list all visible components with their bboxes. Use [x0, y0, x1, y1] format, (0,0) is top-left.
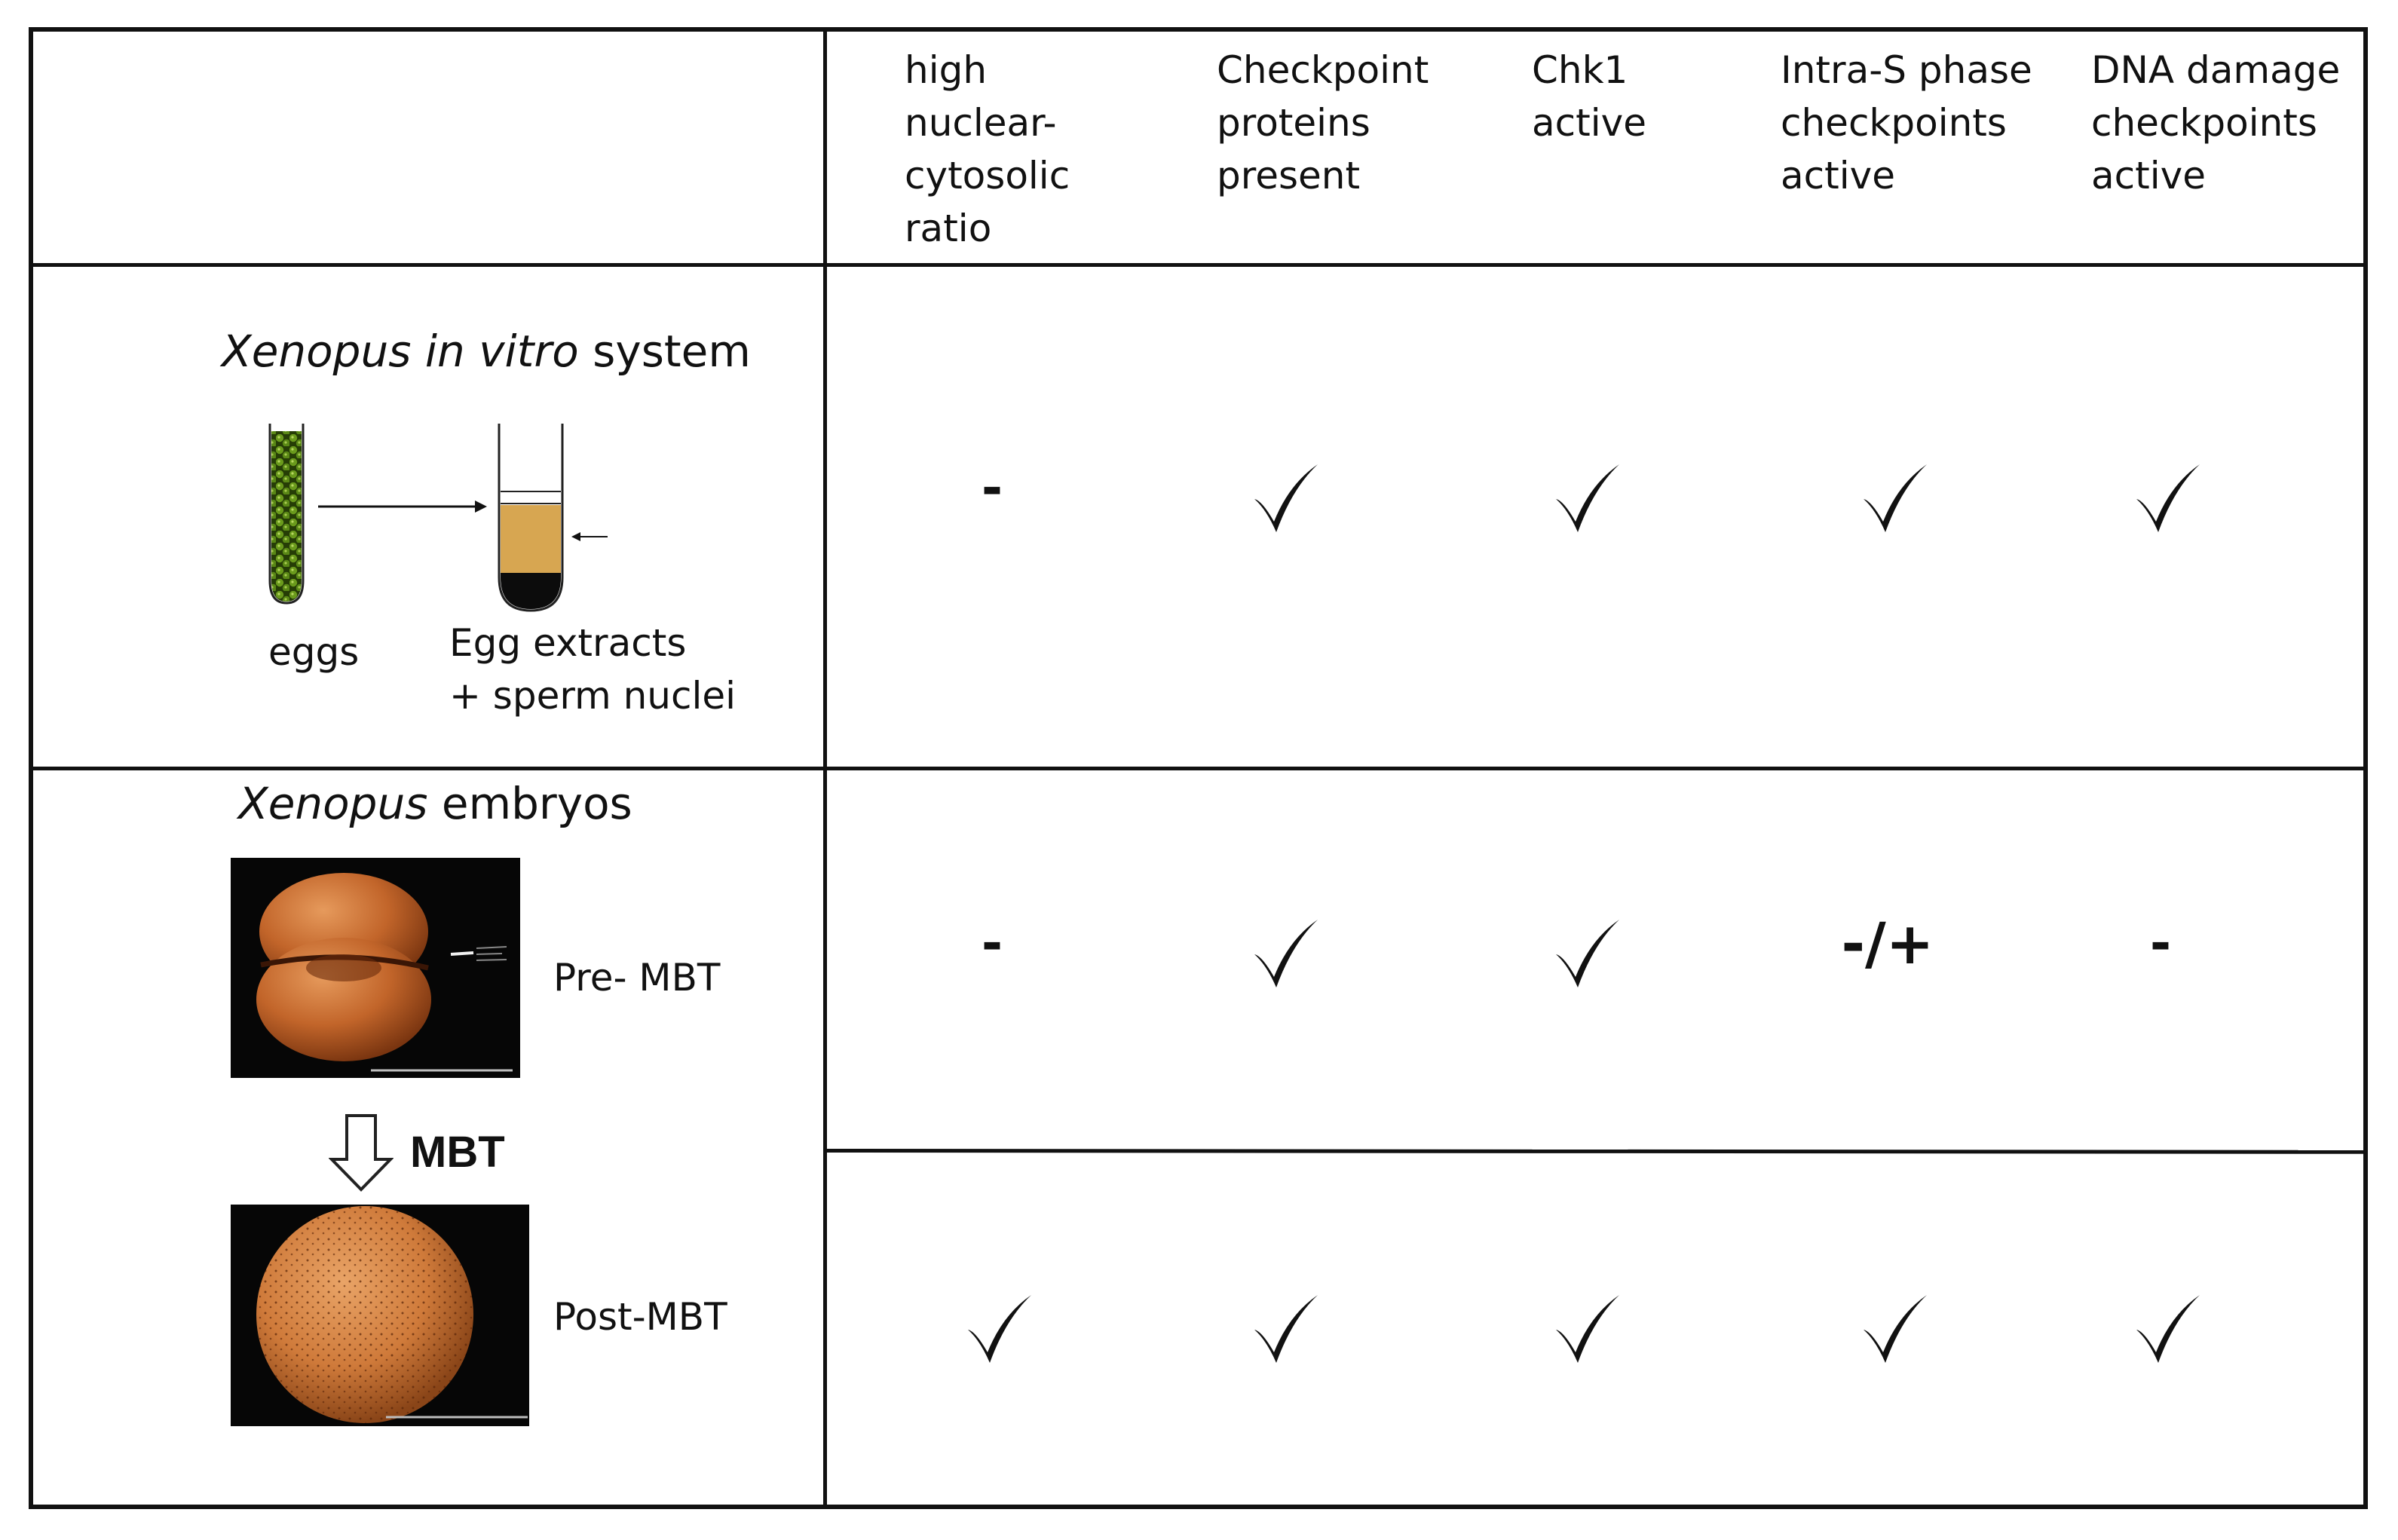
header-divider — [29, 263, 2368, 267]
extract-pointer-arrow-icon — [571, 532, 608, 541]
dash-mark: - — [981, 913, 1003, 973]
down-arrow-icon — [329, 1114, 394, 1192]
header-line: proteins — [1217, 101, 1371, 145]
check-mark-icon — [2130, 460, 2206, 535]
check-mark-icon — [2130, 1290, 2206, 1366]
post-mbt-label: Post-MBT — [553, 1295, 727, 1339]
check-mark-icon — [1857, 460, 1933, 535]
header-line: ratio — [905, 207, 992, 250]
check-mark-icon — [962, 1290, 1037, 1366]
column-header-intra-s: Intra-S phase checkpoints active — [1781, 44, 2032, 202]
eggs-label: eggs — [268, 630, 360, 674]
header-line: cytosolic — [905, 154, 1070, 197]
mbt-transition-label: MBT — [410, 1128, 505, 1177]
extract-label-line: Egg extracts — [449, 621, 687, 665]
egg-extracts-label: Egg extracts + sperm nuclei — [449, 617, 736, 722]
header-line: checkpoints — [2091, 101, 2317, 145]
section-divider — [29, 767, 2368, 770]
extract-label-line: + sperm nuclei — [449, 674, 737, 718]
pre-mbt-label: Pre- MBT — [553, 956, 721, 1000]
check-mark-icon — [1248, 1290, 1324, 1366]
extract-tube-icon — [498, 424, 564, 612]
check-mark-icon — [1550, 460, 1625, 535]
header-line: active — [2091, 154, 2206, 197]
egg-tube-icon — [268, 424, 305, 605]
header-line: active — [1781, 154, 1895, 197]
embryos-title-italic: Xenopus — [238, 778, 428, 829]
embryos-section-title: Xenopus embryos — [238, 778, 632, 829]
header-line: active — [1532, 101, 1646, 145]
partial-mark: -/+ — [1841, 909, 1934, 977]
post-mbt-embryo-photo — [231, 1205, 529, 1426]
dash-mark: - — [981, 458, 1003, 518]
check-mark-icon — [1248, 915, 1324, 990]
dash-mark: - — [2149, 913, 2172, 973]
transfer-arrow-icon — [318, 501, 487, 513]
egg-extract-illustration — [268, 424, 608, 612]
column-header-checkpoint-proteins: Checkpoint proteins present — [1217, 44, 1429, 202]
invitro-title-italic: Xenopus in vitro — [222, 326, 579, 377]
column-header-nc-ratio: high nuclear- cytosolic ratio — [905, 44, 1070, 255]
pre-mbt-embryo-photo — [231, 858, 520, 1078]
header-line: Chk1 — [1532, 48, 1628, 92]
header-line: checkpoints — [1781, 101, 2007, 145]
check-mark-icon — [1248, 460, 1324, 535]
invitro-title-rest: system — [578, 326, 751, 377]
check-mark-icon — [1550, 1290, 1625, 1366]
check-mark-icon — [1550, 915, 1625, 990]
header-line: Checkpoint — [1217, 48, 1429, 92]
column-header-dna-damage: DNA damage checkpoints active — [2091, 44, 2340, 202]
header-line: present — [1217, 154, 1361, 197]
header-line: high — [905, 48, 988, 92]
header-line: Intra-S phase — [1781, 48, 2032, 92]
header-line: nuclear- — [905, 101, 1057, 145]
embryos-title-rest: embryos — [427, 778, 632, 829]
header-line: DNA damage — [2091, 48, 2341, 92]
check-mark-icon — [1857, 1290, 1933, 1366]
invitro-section-title: Xenopus in vitro system — [222, 326, 751, 377]
column-header-chk1: Chk1 active — [1532, 44, 1646, 149]
